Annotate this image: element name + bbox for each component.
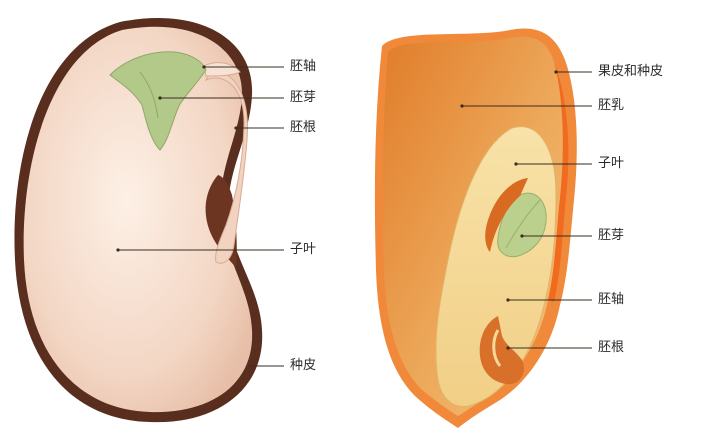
corn-leaders xyxy=(460,70,592,350)
bean-cotyledon xyxy=(23,26,253,413)
corn-label-hypocotyl: 胚轴 xyxy=(598,292,625,307)
bean-label-hypocotyl: 胚轴 xyxy=(290,59,317,74)
bean-hypocotyl xyxy=(203,62,241,77)
bean-leaders xyxy=(116,65,284,367)
corn-scutellum-sheath xyxy=(485,178,528,252)
corn-label-pericarp-seed-coat: 果皮和种皮 xyxy=(598,64,664,79)
bean-label-radicle: 胚根 xyxy=(290,120,317,135)
bean-radicle xyxy=(204,69,248,264)
bean-label-seed-coat: 种皮 xyxy=(290,358,317,373)
corn-label-radicle: 胚根 xyxy=(598,340,625,355)
bean-seed xyxy=(14,18,263,423)
corn-label-cotyledon: 子叶 xyxy=(598,156,625,171)
bean-label-cotyledon: 子叶 xyxy=(290,242,317,257)
corn-radicle xyxy=(479,316,525,385)
bean-label-plumule: 胚芽 xyxy=(290,90,317,105)
corn-seed-coat-edge xyxy=(548,62,569,302)
corn-label-plumule: 胚芽 xyxy=(598,228,625,243)
corn-label-endosperm: 胚乳 xyxy=(598,98,625,113)
corn-grain xyxy=(374,28,577,428)
bean-plumule xyxy=(109,51,207,151)
